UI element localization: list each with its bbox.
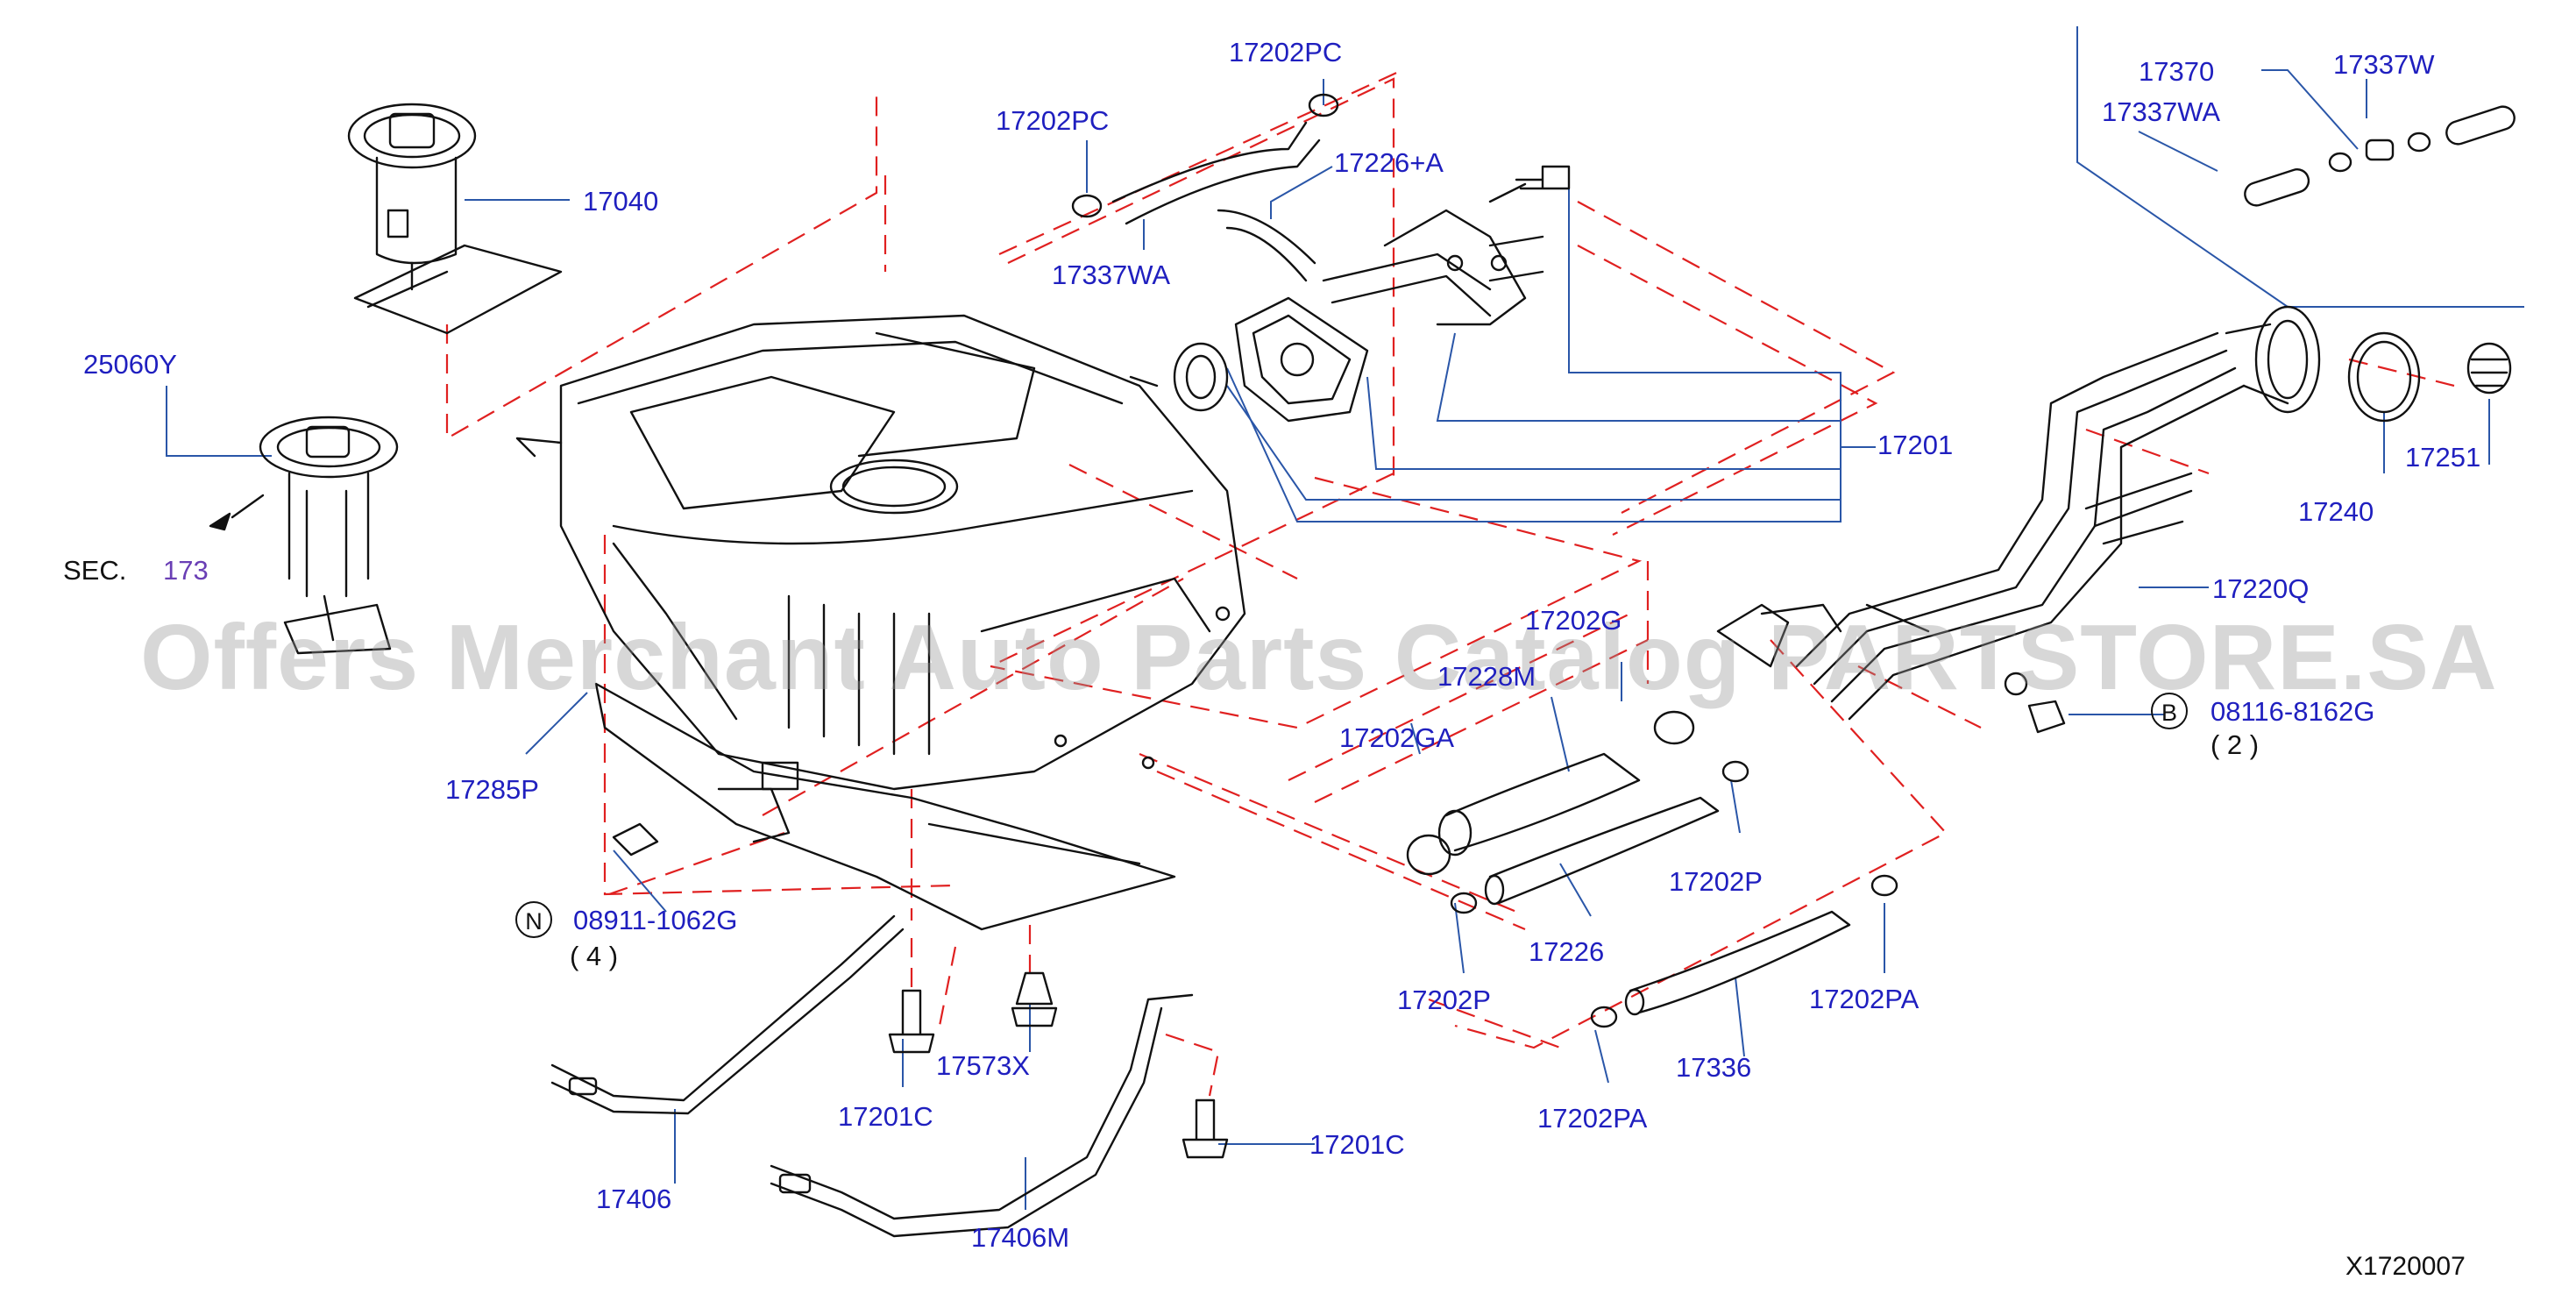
callout-17240[interactable]: 17240 <box>2298 496 2374 527</box>
callout-17226a[interactable]: 17226+A <box>1334 147 1444 178</box>
callout-17406m[interactable]: 17406M <box>971 1222 1070 1253</box>
evap-hose <box>1624 910 1851 1016</box>
check-valve-set <box>2244 105 2516 207</box>
qty-08911: ( 4 ) <box>570 941 619 971</box>
diagram-code: X1720007 <box>2345 1252 2466 1281</box>
callout-17337wa-right[interactable]: 17337WA <box>2102 96 2220 127</box>
callout-08116-8162g[interactable]: 08116-8162G <box>2211 696 2375 727</box>
gasket-plate <box>1234 296 1369 423</box>
callout-17202g[interactable]: 17202G <box>1525 605 1622 636</box>
callout-17573x[interactable]: 17573X <box>936 1050 1030 1081</box>
tank-strap <box>550 914 905 1115</box>
leader-lines <box>166 26 2524 1210</box>
callout-17337w[interactable]: 17337W <box>2333 49 2435 80</box>
callout-17201c-left[interactable]: 17201C <box>838 1101 933 1132</box>
callout-17040[interactable]: 17040 <box>583 186 659 217</box>
callout-17220q[interactable]: 17220Q <box>2212 573 2310 604</box>
callout-17202pc-left[interactable]: 17202PC <box>996 105 1110 136</box>
fuel-level-sensor <box>209 416 399 655</box>
callout-17285p[interactable]: 17285P <box>445 774 539 805</box>
tank-protector <box>594 682 1176 931</box>
callout-17202ga[interactable]: 17202GA <box>1339 722 1454 753</box>
callout-17406[interactable]: 17406 <box>596 1184 672 1214</box>
filler-ring <box>2347 331 2421 423</box>
hose-clamps <box>1071 93 1898 1028</box>
qty-08116: ( 2 ) <box>2211 729 2260 760</box>
sec-number-link[interactable]: 173 <box>163 555 209 586</box>
callout-17228m[interactable]: 17228M <box>1437 661 1536 692</box>
parts-outlines <box>209 93 2516 1238</box>
nut-marker-n: N <box>515 901 552 938</box>
callout-17370[interactable]: 17370 <box>2139 56 2215 87</box>
phantom-lines <box>445 68 2455 1097</box>
callout-17201[interactable]: 17201 <box>1877 430 1954 460</box>
callout-17202p-left[interactable]: 17202P <box>1397 985 1491 1015</box>
callout-08911-1062g[interactable]: 08911-1062G <box>573 905 738 935</box>
callout-17337wa-mid[interactable]: 17337WA <box>1052 259 1170 290</box>
callout-25060y[interactable]: 25060Y <box>83 349 177 380</box>
callout-17336[interactable]: 17336 <box>1676 1052 1752 1083</box>
bolt-marker-b: B <box>2151 693 2188 729</box>
callout-17251[interactable]: 17251 <box>2405 442 2481 473</box>
fill-hose <box>1437 752 1641 857</box>
tank-strap-m <box>770 993 1194 1238</box>
fuel-tank <box>515 314 1246 791</box>
vent-hose <box>1484 796 1720 906</box>
filler-neck <box>1716 305 2321 721</box>
callout-17202pa-left[interactable]: 17202PA <box>1537 1103 1648 1134</box>
callout-17202pc-top[interactable]: 17202PC <box>1229 37 1343 68</box>
watermark: Offers Merchant Auto Parts Catalog PARTS… <box>140 606 2498 709</box>
pump-gasket <box>1173 342 1229 412</box>
fuel-pump-module <box>347 103 563 335</box>
top-bolt <box>1515 165 1571 190</box>
callout-17202pa-right[interactable]: 17202PA <box>1809 984 1920 1014</box>
sec-prefix: SEC. <box>63 555 127 586</box>
fasteners <box>612 700 2066 1159</box>
callout-17226[interactable]: 17226 <box>1529 936 1605 967</box>
callout-17201c-right[interactable]: 17201C <box>1309 1129 1405 1160</box>
filler-cap <box>2466 342 2512 395</box>
breather-hoses <box>1111 121 1544 326</box>
callout-17202p-right[interactable]: 17202P <box>1669 866 1763 897</box>
sec-label: SEC. <box>63 557 126 584</box>
